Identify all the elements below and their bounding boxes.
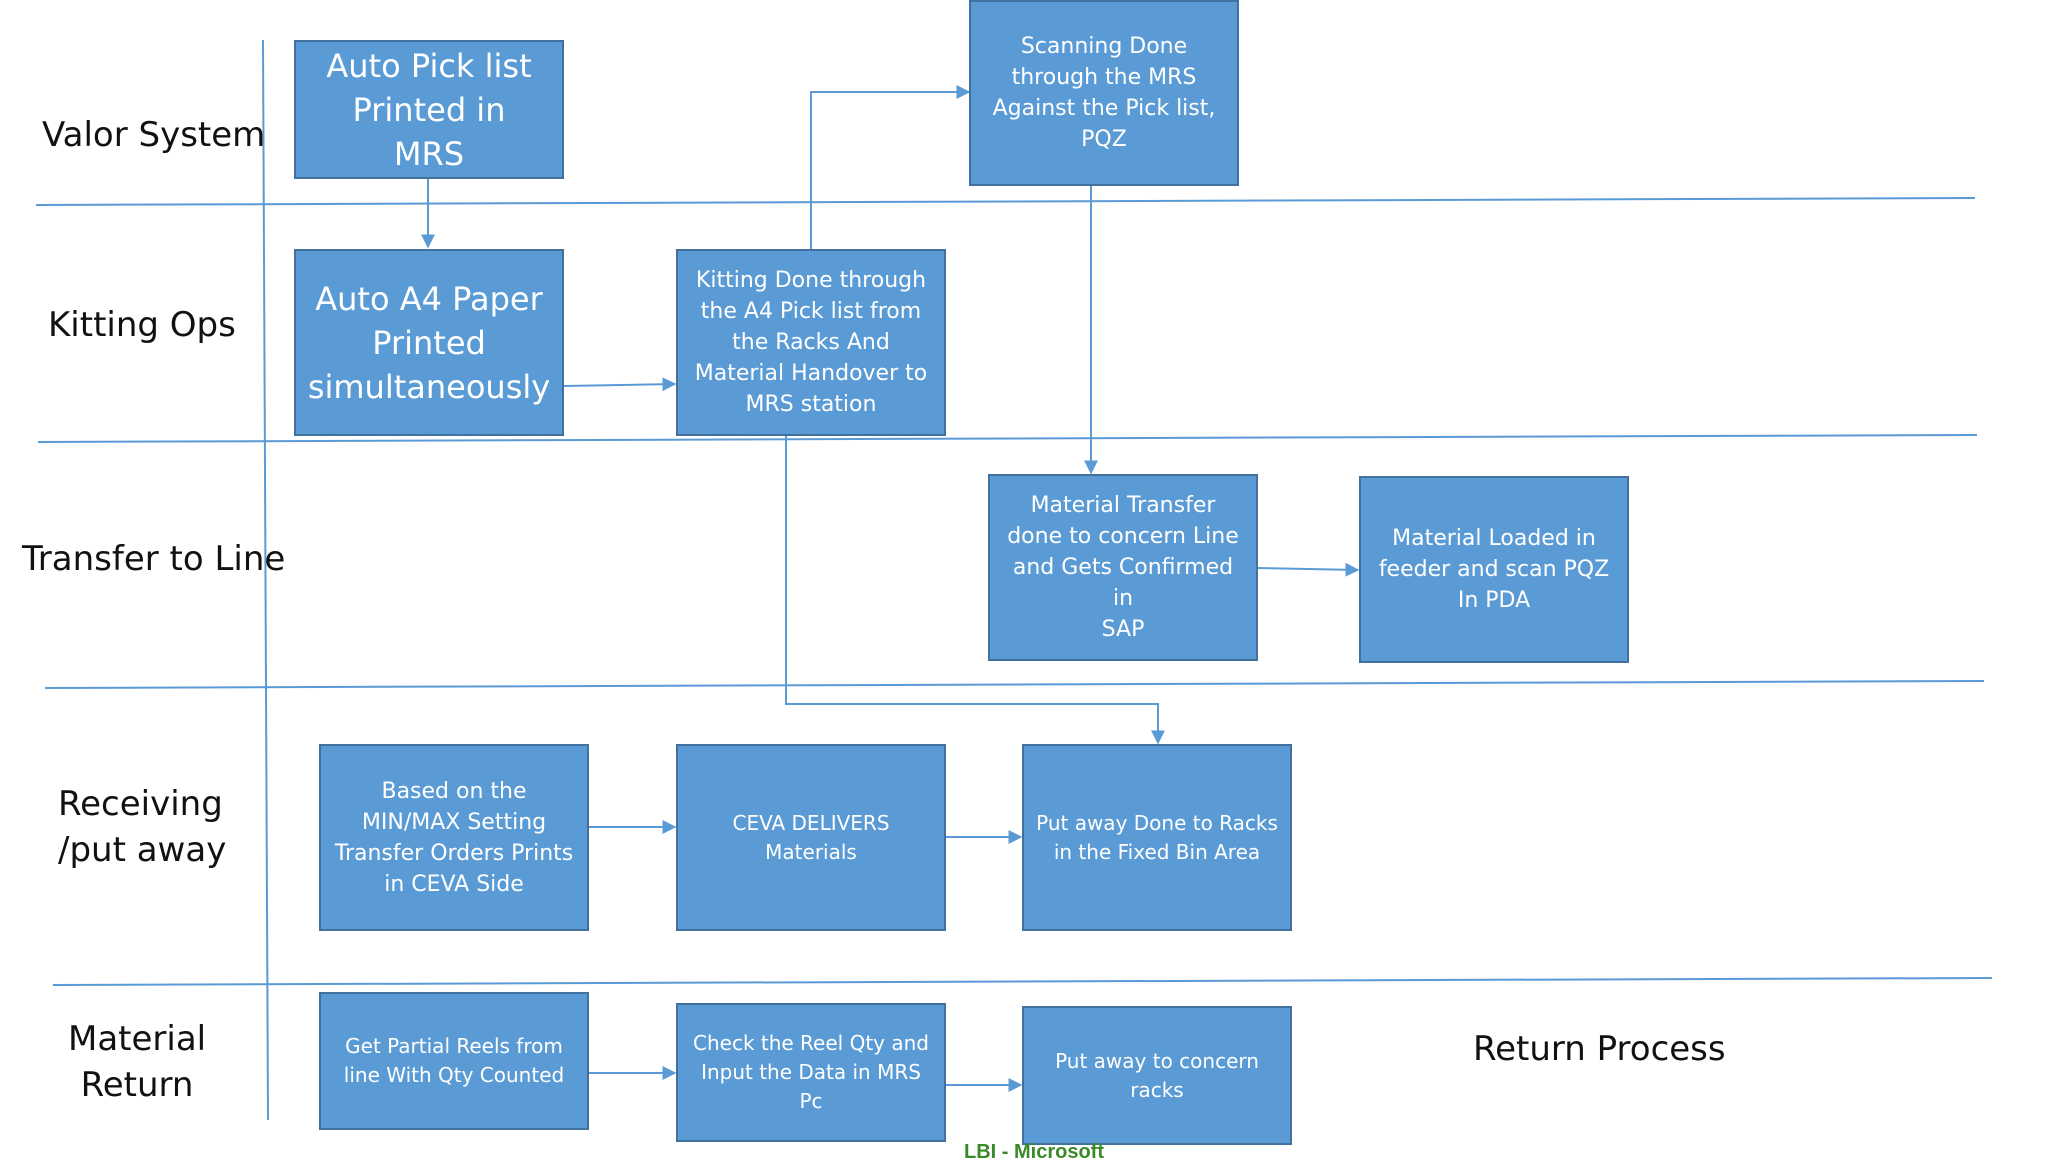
box-put-away-concern-racks: Put away to concern racks xyxy=(1022,1006,1292,1145)
arrow-kitting-to-scanning xyxy=(810,85,971,249)
lane-divider-2 xyxy=(37,434,1978,443)
box-partial-reels: Get Partial Reels from line With Qty Cou… xyxy=(319,992,589,1130)
return-process-label: Return Process xyxy=(1473,1029,1726,1069)
lane-label-material-return: Material Return xyxy=(68,1019,207,1105)
lane-label-valor-system: Valor System xyxy=(42,115,266,155)
lane-label-receiving-put-away: Receiving /put away xyxy=(58,784,227,870)
box-auto-pick-list: Auto Pick list Printed in MRS xyxy=(294,40,564,179)
box-material-transfer: Material Transfer done to concern Line a… xyxy=(988,474,1258,661)
lane-label-kitting-ops: Kitting Ops xyxy=(48,305,236,345)
box-min-max-setting: Based on the MIN/MAX Setting Transfer Or… xyxy=(319,744,589,931)
box-check-reel-qty: Check the Reel Qty and Input the Data in… xyxy=(676,1003,946,1142)
box-put-away-fixed-bin: Put away Done to Racks in the Fixed Bin … xyxy=(1022,744,1292,931)
footer-label: LBI - Microsoft xyxy=(964,1141,1104,1163)
lane-divider-4 xyxy=(52,977,1993,986)
lane-divider-3 xyxy=(44,680,1985,689)
box-auto-a4-paper: Auto A4 Paper Printed simultaneously xyxy=(294,249,564,436)
arrow-a4-to-kitting xyxy=(562,377,677,392)
box-material-loaded: Material Loaded in feeder and scan PQZ I… xyxy=(1359,476,1629,663)
lane-vertical-divider xyxy=(262,39,269,1121)
arrow-transfer-to-loaded xyxy=(1256,562,1360,577)
lane-divider-1 xyxy=(35,197,1976,206)
box-scanning-done: Scanning Done through the MRS Against th… xyxy=(969,0,1239,186)
box-ceva-delivers: CEVA DELIVERS Materials xyxy=(676,744,946,931)
box-kitting-done: Kitting Done through the A4 Pick list fr… xyxy=(676,249,946,436)
lane-label-transfer-to-line: Transfer to Line xyxy=(22,539,286,579)
arrow-kitting-to-put-away xyxy=(785,436,1165,745)
